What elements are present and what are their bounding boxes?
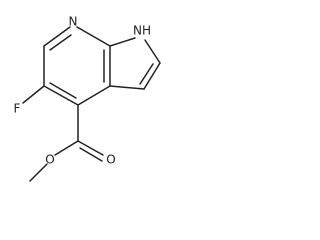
atom-label-ester-oxygen: O xyxy=(45,153,54,167)
bond-n7-c7a xyxy=(76,26,111,47)
bond-c2-c3 xyxy=(143,62,161,90)
bond-ccarbonyl-o-single xyxy=(54,140,79,156)
atom-label-carbonyl-oxygen: O xyxy=(106,153,115,167)
bond-c7a-n1 xyxy=(109,37,136,47)
bond-c5-f xyxy=(22,85,45,104)
atom-label-fluorine: F xyxy=(14,102,21,116)
molecule-structure: N NH F O O xyxy=(14,15,161,182)
bond-ccarbonyl-o-double-2 xyxy=(79,147,103,162)
bond-ccarbonyl-o-double-1 xyxy=(77,140,104,156)
bond-c3a-c4 xyxy=(77,85,111,106)
atom-label-nh-pyrrole: NH xyxy=(133,24,151,38)
bond-c4-c5 xyxy=(43,85,79,106)
bond-c3-c3a xyxy=(109,85,145,90)
bond-c2-c3-inner xyxy=(139,63,154,85)
bond-c4-c5-inner xyxy=(49,82,77,99)
atom-label-n-pyridine: N xyxy=(69,15,78,29)
bond-n1-c2 xyxy=(144,39,161,64)
bond-c6-n7 xyxy=(43,26,71,47)
bond-c6-n7-inner xyxy=(49,34,72,51)
bond-o-methyl xyxy=(29,163,48,182)
